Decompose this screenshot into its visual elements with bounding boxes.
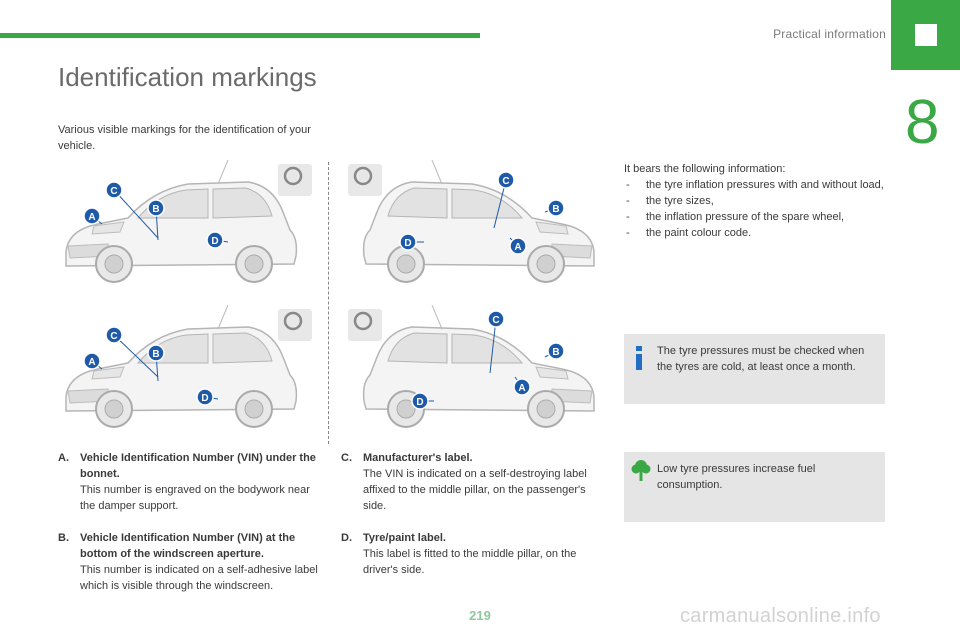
svg-text:A: A (514, 242, 521, 253)
page-number: 219 (469, 608, 491, 623)
page-title: Identification markings (58, 62, 317, 92)
marker-a: A (513, 376, 531, 396)
marker-a: A (509, 237, 527, 255)
svg-text:D: D (201, 393, 208, 404)
svg-text:A: A (88, 212, 95, 223)
tree-icon (631, 460, 651, 481)
header-rule (0, 33, 480, 38)
label-info-item: the inflation pressure of the spare whee… (624, 209, 894, 225)
marker-c: C (487, 310, 505, 374)
item-b-letter: B. (58, 532, 69, 544)
svg-text:A: A (88, 357, 95, 368)
fuel-note: Low tyre pressures increase fuel consump… (624, 452, 885, 522)
svg-text:B: B (152, 349, 159, 360)
chapter-square-icon (915, 24, 937, 46)
marker-b: B (544, 342, 565, 360)
item-d-letter: D. (341, 532, 352, 544)
section-title: Practical information (773, 27, 886, 41)
marker-b: B (147, 199, 165, 241)
marker-d: D (399, 233, 424, 251)
item-c-heading: Manufacturer's label. (363, 452, 473, 464)
label-info-item: the paint colour code. (624, 225, 894, 241)
item-d-heading: Tyre/paint label. (363, 532, 446, 544)
item-b-body: This number is indicated on a self-adhes… (80, 564, 318, 592)
marker-d: D (196, 388, 219, 406)
item-a-letter: A. (58, 452, 69, 464)
figure-divider (328, 162, 329, 444)
car-figure-top-left: C A B D (65, 160, 312, 283)
marker-a: A (83, 207, 103, 225)
item-b-heading: Vehicle Identification Number (VIN) at t… (80, 532, 296, 560)
item-a-body: This number is engraved on the bodywork … (80, 484, 310, 512)
svg-text:D: D (211, 236, 218, 247)
svg-text:A: A (518, 383, 525, 394)
svg-text:D: D (416, 397, 423, 408)
marker-d: D (206, 231, 229, 249)
watermark: carmanualsonline.info (680, 605, 881, 627)
item-c-body: The VIN is indicated on a self-destroyin… (363, 468, 587, 512)
info-icon (636, 346, 642, 370)
svg-text:B: B (552, 204, 559, 215)
svg-text:C: C (110, 331, 117, 342)
label-info: It bears the following information: the … (624, 161, 894, 241)
tyre-pressure-note-text: The tyre pressures must be checked when … (657, 345, 865, 373)
svg-text:B: B (552, 347, 559, 358)
tyre-pressure-note: The tyre pressures must be checked when … (624, 334, 885, 404)
label-info-item: the tyre inflation pressures with and wi… (624, 177, 894, 193)
item-d: D. Tyre/paint label. This label is fitte… (341, 530, 603, 578)
car-figure-top-right: C B A D (348, 160, 595, 283)
marker-b: B (147, 344, 165, 382)
marker-c: C (493, 171, 515, 229)
label-info-list: the tyre inflation pressures with and wi… (624, 177, 894, 241)
fuel-note-text: Low tyre pressures increase fuel consump… (657, 463, 816, 491)
chapter-number: 8 (905, 88, 940, 157)
item-d-body: This label is fitted to the middle pilla… (363, 548, 577, 576)
svg-text:D: D (404, 238, 411, 249)
item-a-heading: Vehicle Identification Number (VIN) unde… (80, 452, 316, 480)
item-a: A. Vehicle Identification Number (VIN) u… (58, 450, 320, 514)
svg-text:C: C (492, 315, 499, 326)
marker-c: C (105, 326, 159, 378)
chapter-tab (891, 0, 960, 70)
svg-text:B: B (152, 204, 159, 215)
intro-text: Various visible markings for the identif… (58, 124, 311, 152)
label-info-intro: It bears the following information: (624, 163, 786, 175)
label-info-item: the tyre sizes, (624, 193, 894, 209)
svg-text:C: C (110, 186, 117, 197)
item-c: C. Manufacturer's label. The VIN is indi… (341, 450, 603, 514)
marker-a: A (83, 352, 103, 370)
marker-d: D (411, 392, 434, 410)
item-c-letter: C. (341, 452, 352, 464)
car-figure-bottom-right: C B A D (348, 305, 595, 428)
car-figure-bottom-left: C A B D (65, 305, 312, 428)
item-b: B. Vehicle Identification Number (VIN) a… (58, 530, 328, 594)
marker-c: C (105, 181, 159, 239)
svg-text:C: C (502, 176, 509, 187)
marker-b: B (544, 199, 565, 217)
